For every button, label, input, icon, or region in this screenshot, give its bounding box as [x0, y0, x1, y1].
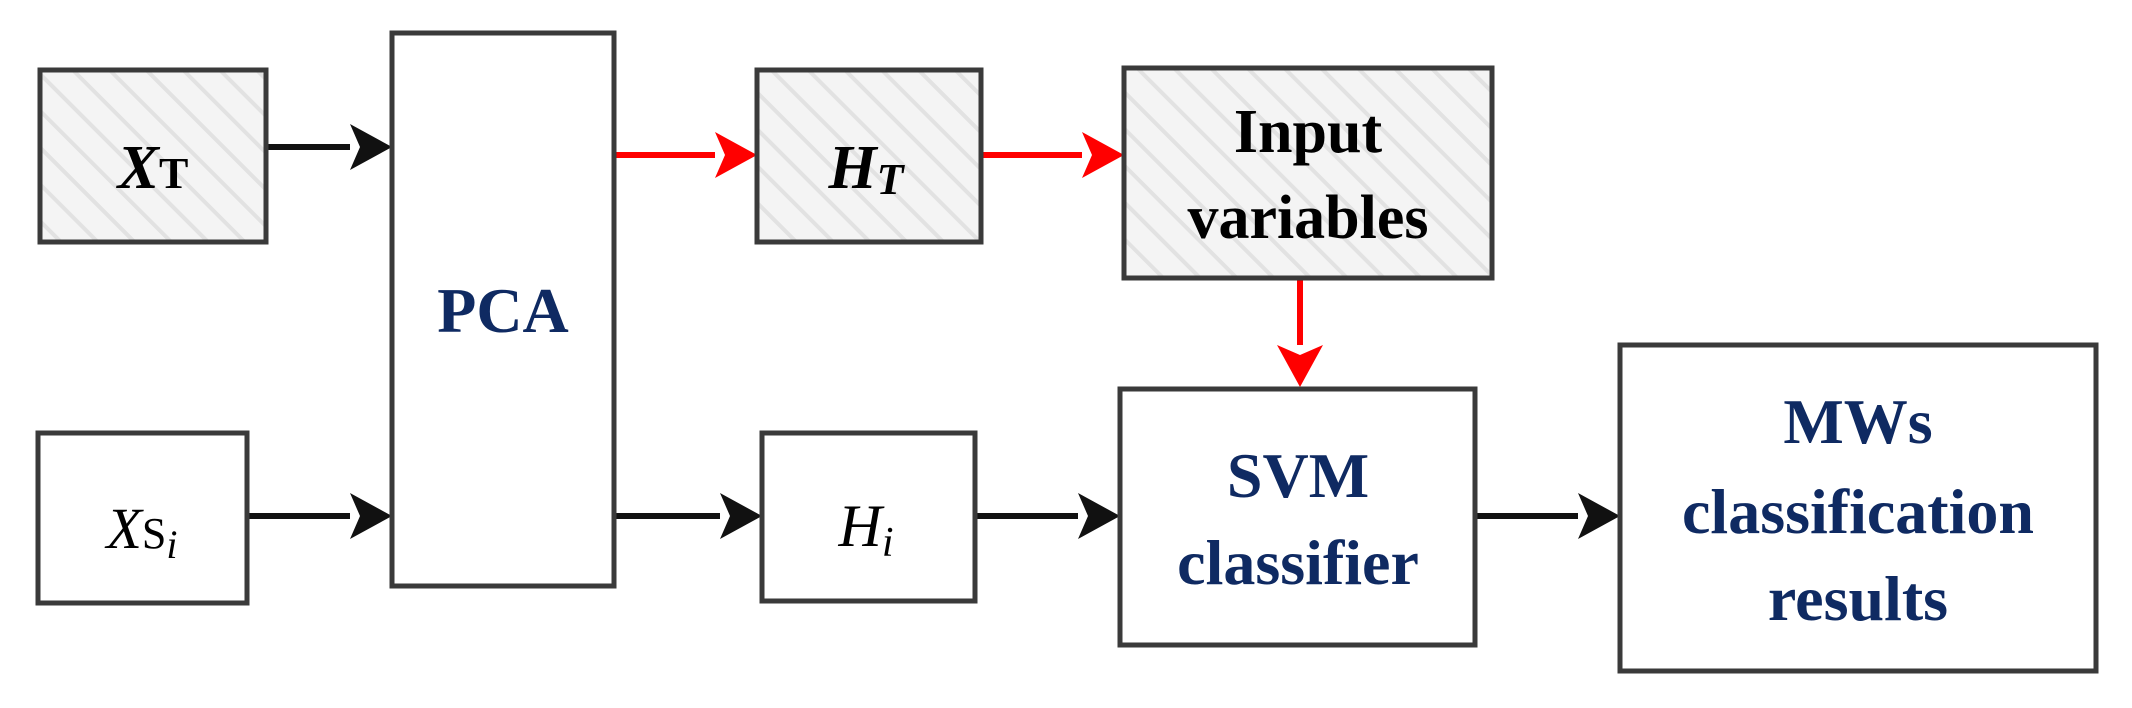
- result-line3: results: [1768, 563, 1948, 634]
- hi-main: H: [837, 493, 885, 559]
- edge-svm-to-result: [1475, 493, 1620, 539]
- node-results: MWs classification results: [1617, 342, 2099, 674]
- edge-xt-to-pca: [266, 124, 392, 170]
- edge-pca-to-ht: [614, 132, 757, 178]
- svg-text:HT: HT: [827, 134, 905, 204]
- edge-xs-to-pca: [247, 493, 392, 539]
- node-xt: XT: [37, 67, 269, 245]
- xs-main: X: [104, 496, 144, 561]
- input-vars-line2: variables: [1187, 184, 1428, 252]
- pca-label: PCA: [437, 275, 569, 346]
- edges: [247, 124, 1620, 539]
- xs-sub2: i: [166, 522, 177, 567]
- svm-line1: SVM: [1227, 440, 1369, 511]
- xs-sub1: S: [142, 509, 166, 558]
- xt-main: X: [116, 134, 161, 202]
- svg-text:XSi: XSi: [104, 496, 177, 567]
- edge-ht-to-input: [981, 132, 1124, 178]
- result-line2: classification: [1682, 476, 2034, 547]
- node-ht: HT: [754, 67, 984, 245]
- svg-text:Hi: Hi: [837, 493, 893, 566]
- result-line1: MWs: [1783, 386, 1932, 457]
- edge-pca-to-hi: [614, 493, 762, 539]
- node-pca: PCA: [389, 30, 617, 589]
- ht-sub: T: [877, 155, 906, 204]
- edge-input-to-svm: [1277, 278, 1323, 387]
- xt-sub: T: [159, 149, 188, 198]
- node-xs: XSi: [35, 430, 250, 606]
- input-vars-line1: Input: [1234, 98, 1383, 166]
- node-input-variables: Input variables: [1121, 65, 1495, 281]
- svg-text:XT: XT: [116, 134, 189, 202]
- ht-main: H: [827, 134, 878, 202]
- hi-sub: i: [882, 520, 894, 566]
- edge-hi-to-svm: [975, 493, 1120, 539]
- svm-line2: classifier: [1177, 527, 1419, 598]
- node-svm-classifier: SVM classifier: [1117, 386, 1478, 648]
- node-hi: Hi: [759, 430, 978, 604]
